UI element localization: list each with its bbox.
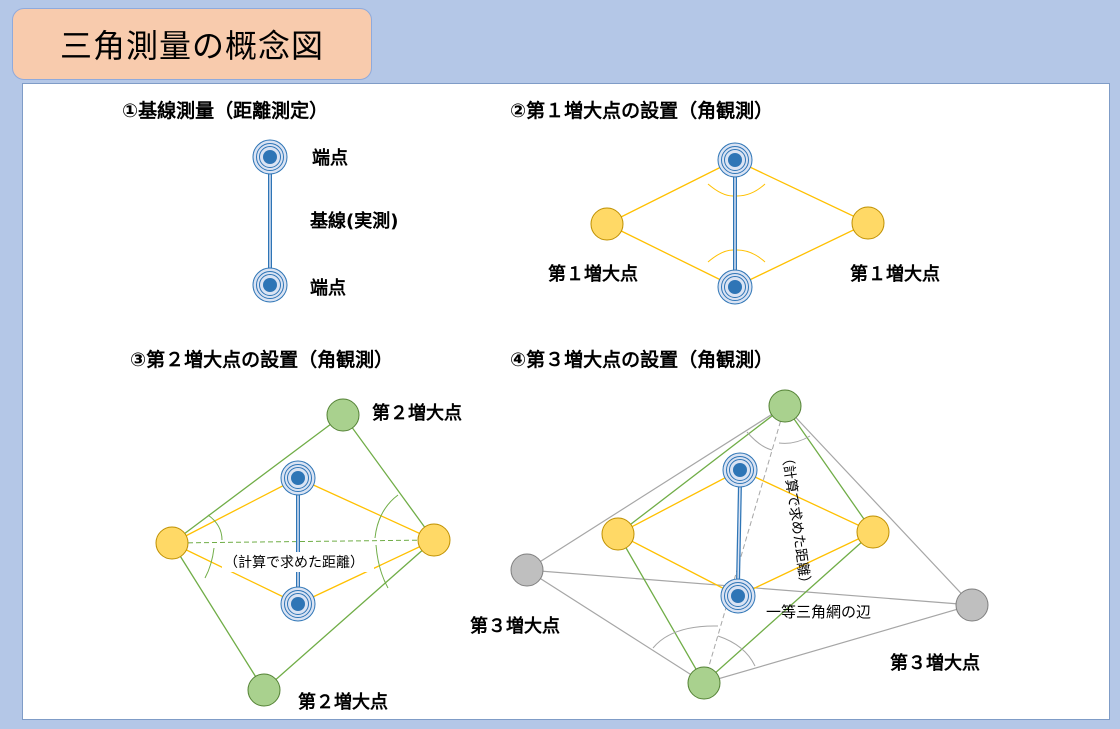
label-first-point-left: 第１増大点 — [548, 263, 638, 285]
label-second-point-bottom: 第２増大点 — [298, 691, 388, 713]
heading-second-point: ③第２増大点の設置（角観測） — [130, 348, 393, 371]
label-baseline: 基線(実測) — [309, 210, 398, 232]
title-box: 三角測量の概念図 — [12, 8, 372, 80]
label-first-order-side: 一等三角網の辺 — [766, 603, 871, 621]
label-third-point-left: 第３増大点 — [470, 615, 560, 637]
label-first-point-right: 第１増大点 — [850, 263, 940, 285]
endpoint-marker — [252, 139, 288, 175]
third-expansion-point — [510, 553, 544, 587]
second-expansion-point — [326, 398, 360, 432]
first-expansion-point — [851, 206, 885, 240]
first-expansion-point — [590, 207, 624, 241]
label-computed-distance-vertical: （計算で求めた距離） — [778, 450, 814, 591]
heading-baseline-survey: ①基線測量（距離測定） — [122, 99, 328, 122]
endpoint-marker — [252, 267, 288, 303]
second-expansion-point — [247, 673, 281, 707]
label-endpoint: 端点 — [312, 147, 348, 169]
heading-first-point: ②第１増大点の設置（角観測） — [510, 99, 773, 122]
label-third-point-right: 第３増大点 — [890, 652, 980, 674]
third-expansion-point — [955, 588, 989, 622]
label-endpoint: 端点 — [310, 277, 346, 299]
heading-third-point: ④第３増大点の設置（角観測） — [510, 348, 773, 371]
label-second-point-top: 第２増大点 — [372, 402, 462, 424]
diagram-panel — [22, 83, 1110, 720]
page-title: 三角測量の概念図 — [59, 27, 324, 65]
label-computed-distance: （計算で求めた距離） — [224, 554, 364, 571]
